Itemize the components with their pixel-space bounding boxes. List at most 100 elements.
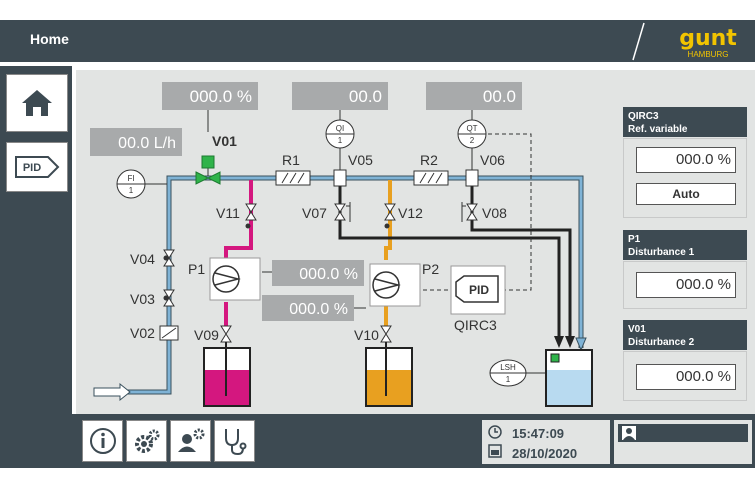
bottom-bar: 15:47:09 28/10/2020 — [72, 414, 755, 468]
v10-valve[interactable]: V10 — [354, 325, 392, 343]
svg-text:000.0 %: 000.0 % — [289, 301, 348, 318]
v03-valve[interactable]: V03 — [130, 289, 175, 307]
right-panel: QIRC3 Ref. variable 000.0 % Auto P1 Dist… — [615, 70, 755, 414]
settings-button[interactable] — [126, 420, 167, 462]
svg-text:R1: R1 — [282, 152, 300, 168]
lsh-instrument: LSH 1 — [489, 359, 546, 387]
gunt-logo: gunt HAMBURG — [630, 20, 755, 62]
collection-tank — [545, 349, 593, 407]
user-box[interactable] — [614, 420, 752, 464]
v11-valve[interactable]: V11 — [216, 203, 257, 229]
svg-text:00.0 L/h: 00.0 L/h — [118, 135, 176, 152]
logo-text: gunt — [679, 26, 737, 51]
fi-instrument: FI 1 — [116, 169, 167, 199]
qi-display: 00.0 — [292, 82, 388, 110]
date-text: 28/10/2020 — [512, 446, 578, 461]
v08-valve[interactable]: V08 — [461, 202, 507, 222]
pid-button-label: PID — [23, 162, 41, 174]
info-button[interactable] — [82, 420, 123, 462]
svg-text:FI: FI — [127, 174, 134, 183]
auto-mode-button[interactable]: Auto — [636, 183, 736, 205]
qirc3-panel-title: QIRC3 Ref. variable — [623, 107, 747, 137]
svg-text:V01: V01 — [212, 133, 237, 149]
qt-display: 00.0 — [426, 82, 522, 110]
svg-text:V08: V08 — [482, 205, 507, 221]
svg-text:000.0 %: 000.0 % — [190, 87, 252, 106]
v02-valve[interactable]: V02 — [130, 325, 179, 341]
v04-valve[interactable]: V04 — [130, 249, 175, 267]
svg-text:QI: QI — [336, 124, 344, 133]
v05-junction: V05 — [333, 152, 373, 187]
home-icon — [22, 90, 52, 116]
user-field[interactable] — [618, 424, 748, 442]
v01-valve[interactable]: V01 — [195, 133, 237, 185]
pink-tank — [203, 342, 251, 407]
svg-text:V10: V10 — [354, 327, 379, 343]
date-time-display: 15:47:09 28/10/2020 — [482, 420, 610, 464]
page-title: Home — [30, 31, 69, 47]
v01-display: 000.0 % — [162, 82, 258, 110]
svg-text:V06: V06 — [480, 152, 505, 168]
svg-text:000.0 %: 000.0 % — [299, 266, 358, 283]
clock-calendar-icon — [488, 425, 502, 458]
v01-panel: 000.0 % — [623, 351, 747, 401]
svg-text:V11: V11 — [216, 205, 240, 221]
qt-instrument: QT 2 — [457, 110, 487, 170]
gears-icon — [134, 429, 159, 453]
p1-panel: 000.0 % — [623, 261, 747, 309]
time-text: 15:47:09 — [512, 426, 565, 441]
svg-text:V09: V09 — [194, 327, 219, 343]
svg-text:P2: P2 — [422, 261, 439, 277]
v01-value-field[interactable]: 000.0 % — [636, 364, 736, 390]
qirc3-value-field[interactable]: 000.0 % — [636, 147, 736, 173]
logo-sub: HAMBURG — [688, 50, 729, 59]
user-icon — [622, 426, 636, 440]
svg-text:V02: V02 — [130, 325, 155, 341]
v01-panel-title: V01 Disturbance 2 — [623, 320, 747, 350]
left-sidebar: PID — [0, 66, 72, 468]
info-icon — [89, 428, 116, 454]
stethoscope-icon — [224, 429, 246, 456]
qirc3-panel: 000.0 % Auto — [623, 138, 747, 218]
top-bar: Home gunt HAMBURG — [0, 20, 755, 62]
v06-junction: V06 — [465, 152, 505, 187]
qi-instrument: QI 1 — [325, 110, 355, 170]
svg-text:00.0: 00.0 — [349, 87, 382, 106]
orange-tank — [365, 342, 413, 407]
svg-text:QT: QT — [466, 124, 477, 133]
svg-text:V04: V04 — [130, 251, 155, 267]
pid-button[interactable]: PID — [6, 142, 68, 192]
svg-text:1: 1 — [338, 136, 343, 145]
r2-resistor: R2 — [413, 152, 449, 186]
orange-line — [384, 180, 392, 330]
r1-resistor: R1 — [275, 152, 311, 186]
svg-text:QIRC3: QIRC3 — [454, 317, 497, 333]
svg-text:2: 2 — [470, 136, 475, 145]
v09-valve[interactable]: V09 — [194, 325, 232, 343]
flow-display: 00.0 L/h — [90, 128, 182, 156]
p2-pump[interactable]: P2 — [369, 261, 439, 307]
svg-text:V05: V05 — [348, 152, 373, 168]
home-button[interactable] — [6, 74, 68, 132]
user-settings-button[interactable] — [170, 420, 211, 462]
process-diagram: 000.0 % 00.0 00.0 00.0 L/h 000.0 % 000.0… — [76, 70, 615, 414]
svg-text:1: 1 — [506, 375, 511, 384]
svg-text:00.0: 00.0 — [483, 87, 516, 106]
svg-text:V07: V07 — [302, 205, 327, 221]
p1-display: 000.0 % — [272, 260, 364, 286]
diagnostics-button[interactable] — [214, 420, 255, 462]
p1-pump[interactable]: P1 — [188, 257, 261, 301]
water-pipe — [114, 176, 583, 394]
svg-text:R2: R2 — [420, 152, 438, 168]
qirc3-pid-controller[interactable]: PID QIRC3 — [450, 265, 506, 333]
v07-valve[interactable]: V07 — [302, 202, 351, 222]
v12-valve[interactable]: V12 — [384, 203, 424, 229]
svg-text:PID: PID — [469, 283, 489, 297]
p1-value-field[interactable]: 000.0 % — [636, 272, 736, 298]
svg-text:V03: V03 — [130, 291, 155, 307]
p2-display: 000.0 % — [262, 295, 354, 321]
pid-icon: PID — [15, 156, 60, 178]
svg-text:LSH: LSH — [500, 363, 516, 372]
svg-text:P1: P1 — [188, 261, 205, 277]
